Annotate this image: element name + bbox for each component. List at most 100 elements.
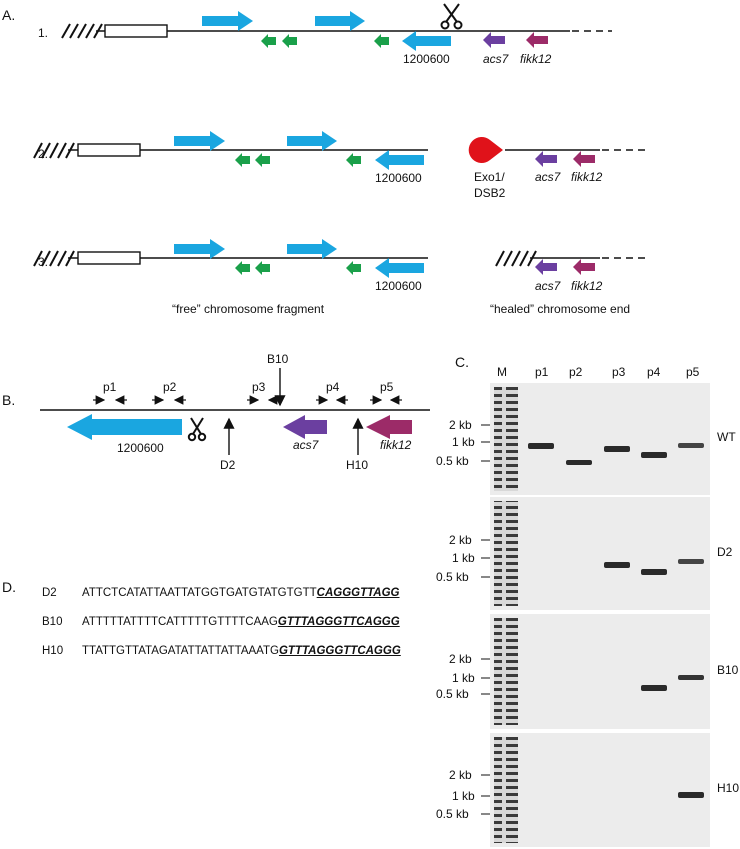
centromere-box [77, 143, 141, 157]
gene-1200600-arrow [67, 414, 182, 440]
panel-label-c: C. [455, 354, 469, 370]
blue-arrow-right [287, 131, 337, 151]
panel-label-a: A. [2, 7, 15, 23]
lane-header-p5: p5 [686, 365, 700, 379]
marker-ladder [494, 387, 518, 491]
fikk12-arrow [366, 415, 412, 439]
label-fikk12: fikk12 [380, 438, 412, 452]
lane-header-p2: p2 [569, 365, 583, 379]
label-1200600: 1200600 [403, 52, 450, 66]
green-primer-arrow [235, 261, 250, 275]
size-05kb: 0.5 kb [436, 570, 469, 584]
gel-bands [604, 559, 704, 575]
fikk12-arrow [526, 32, 548, 48]
label-1200600: 1200600 [375, 171, 422, 185]
acs7-arrow [283, 415, 327, 439]
primer-pair-p4: p4 [316, 380, 348, 405]
band-p3 [604, 446, 630, 452]
sequence-row-b10: B10 ATTTTTATTTTCATTTTTGTTTTCAAGGTTTAGGGTT… [42, 616, 400, 628]
site-b10: B10 [267, 352, 289, 407]
label-acs7: acs7 [293, 438, 320, 452]
gel-b10: 2 kb 1 kb 0.5 kb B10 [436, 614, 739, 729]
green-primer-arrow [346, 261, 361, 275]
genomic-sequence: TTATTGTTATAGATATTATTATTAAATG [82, 645, 279, 657]
label-acs7: acs7 [535, 170, 562, 184]
green-primer-arrow [235, 153, 250, 167]
blue-arrow-right [315, 11, 365, 31]
band-p1 [528, 443, 554, 449]
gel-bands [528, 443, 704, 465]
fikk12-arrow [573, 151, 595, 167]
gel-wt: 2 kb 1 kb 0.5 kb WT [436, 383, 736, 495]
acs7-arrow [535, 151, 557, 167]
band-p5 [678, 792, 704, 798]
telomere-sequence: CAGGGTTAGG [316, 587, 400, 599]
lane-header-p1: p1 [535, 365, 549, 379]
primer-label-p2: p2 [163, 380, 177, 394]
size-1kb: 1 kb [452, 671, 475, 685]
gel-d2: 2 kb 1 kb 0.5 kb D2 [436, 497, 733, 610]
gel-bands [641, 675, 704, 691]
site-h10: H10 [346, 417, 368, 472]
acs7-arrow [483, 32, 505, 48]
size-05kb: 0.5 kb [436, 687, 469, 701]
primer-pair-p5: p5 [370, 380, 402, 405]
centromere-box [104, 24, 168, 38]
green-primer-arrow [374, 34, 389, 48]
band-p2 [566, 460, 592, 465]
centromere-box [77, 251, 141, 265]
primer-pair-p3: p3 [247, 380, 280, 405]
band-p4 [641, 685, 667, 691]
site-label-h10: H10 [346, 458, 368, 472]
primer-label-p4: p4 [326, 380, 340, 394]
panel-label-d: D. [2, 579, 16, 595]
label-acs7: acs7 [483, 52, 510, 66]
green-primer-arrow [282, 34, 297, 48]
label-fikk12: fikk12 [520, 52, 552, 66]
panel-b: 1200600 acs7 fikk12 p1 p2 p3 p4 [40, 352, 430, 472]
size-1kb: 1 kb [452, 551, 475, 565]
clone-label-b10: B10 [717, 663, 739, 677]
gel-bands [678, 792, 704, 798]
green-primer-arrow [261, 34, 276, 48]
scissors-icon [187, 417, 207, 442]
acs7-arrow [535, 259, 557, 275]
sequence-clone-label: B10 [42, 616, 63, 628]
size-1kb: 1 kb [452, 789, 475, 803]
telomere-sequence: GTTTAGGGTTCAGGG [277, 616, 400, 628]
row-number-1: 1. [38, 26, 48, 40]
panel-a-row-1: 1. 1200600 acs7 fikk12 [38, 3, 612, 66]
primer-label-p1: p1 [103, 380, 117, 394]
exonuclease-icon [468, 137, 503, 163]
clone-label-h10: H10 [717, 781, 739, 795]
size-2kb: 2 kb [449, 533, 472, 547]
gel-background [490, 383, 710, 495]
primer-pair-p2: p2 [152, 380, 186, 405]
primer-pair-p1: p1 [93, 380, 127, 405]
lane-header-m: M [497, 365, 507, 379]
marker-ladder [494, 501, 518, 606]
blue-arrow-right [202, 11, 253, 31]
size-1kb: 1 kb [452, 435, 475, 449]
band-p3 [604, 562, 630, 568]
genomic-sequence: ATTTTTATTTTCATTTTTGTTTTCAAG [82, 616, 278, 628]
scissors-icon [440, 3, 463, 30]
gene-1200600-arrow [402, 31, 451, 51]
size-2kb: 2 kb [449, 652, 472, 666]
label-acs7: acs7 [535, 279, 562, 293]
gene-1200600-arrow [375, 258, 424, 278]
gel-background [490, 614, 710, 729]
fikk12-arrow [573, 259, 595, 275]
size-2kb: 2 kb [449, 768, 472, 782]
lane-header-p4: p4 [647, 365, 661, 379]
clone-label-d2: D2 [717, 545, 733, 559]
primer-label-p5: p5 [380, 380, 394, 394]
site-d2: D2 [220, 417, 236, 472]
gene-1200600-arrow [375, 150, 424, 170]
band-p4 [641, 452, 667, 458]
label-fikk12: fikk12 [571, 170, 603, 184]
panel-label-b: B. [2, 392, 15, 408]
band-p5 [678, 675, 704, 680]
